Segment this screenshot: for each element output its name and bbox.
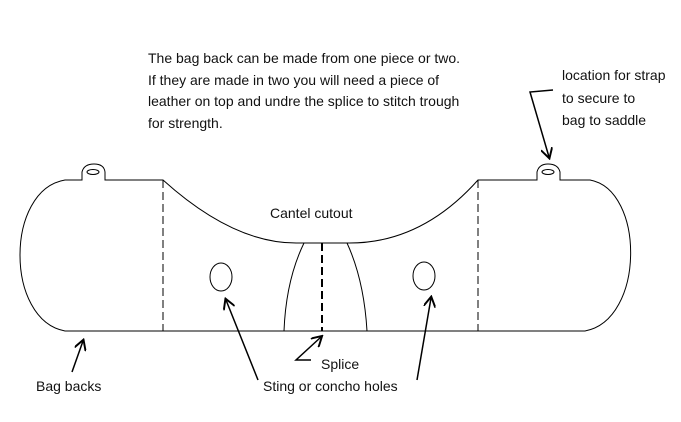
strap-slot-right: [541, 169, 555, 175]
concho-hole-right: [412, 261, 436, 291]
splice-overlay-right: [346, 242, 368, 332]
cantle-cutout-label: Cantel cutout: [270, 205, 353, 221]
bag-backs-label: Bag backs: [36, 378, 102, 394]
note-line: for strength.: [148, 114, 223, 131]
splice-arrow: [294, 337, 321, 361]
construction-note: The bag back can be made from one piece …: [148, 48, 460, 134]
bag-backs-arrow: [71, 341, 83, 373]
strap-location-label: location for strap to secure to bag to s…: [562, 64, 666, 132]
note-line: leather on top and undre the splice to s…: [148, 93, 460, 109]
strap-arrow: [529, 89, 553, 157]
splice-label: Splice: [321, 356, 360, 372]
hole-arrow-left: [226, 300, 259, 381]
strap-label-line: to secure to: [562, 89, 636, 106]
strap-label-line: bag to saddle: [562, 112, 647, 128]
strap-label-line: location for strap: [562, 67, 666, 83]
hole-arrow-right: [416, 298, 431, 381]
splice-overlay-left: [283, 242, 305, 332]
strap-slot-left: [86, 169, 100, 175]
note-line: The bag back can be made from one piece …: [148, 50, 461, 66]
concho-hole-left: [209, 262, 233, 292]
pattern-outline: [19, 163, 632, 332]
concho-holes-label: Sting or concho holes: [263, 378, 398, 394]
note-line: If they are made in two you will need a …: [148, 71, 440, 88]
